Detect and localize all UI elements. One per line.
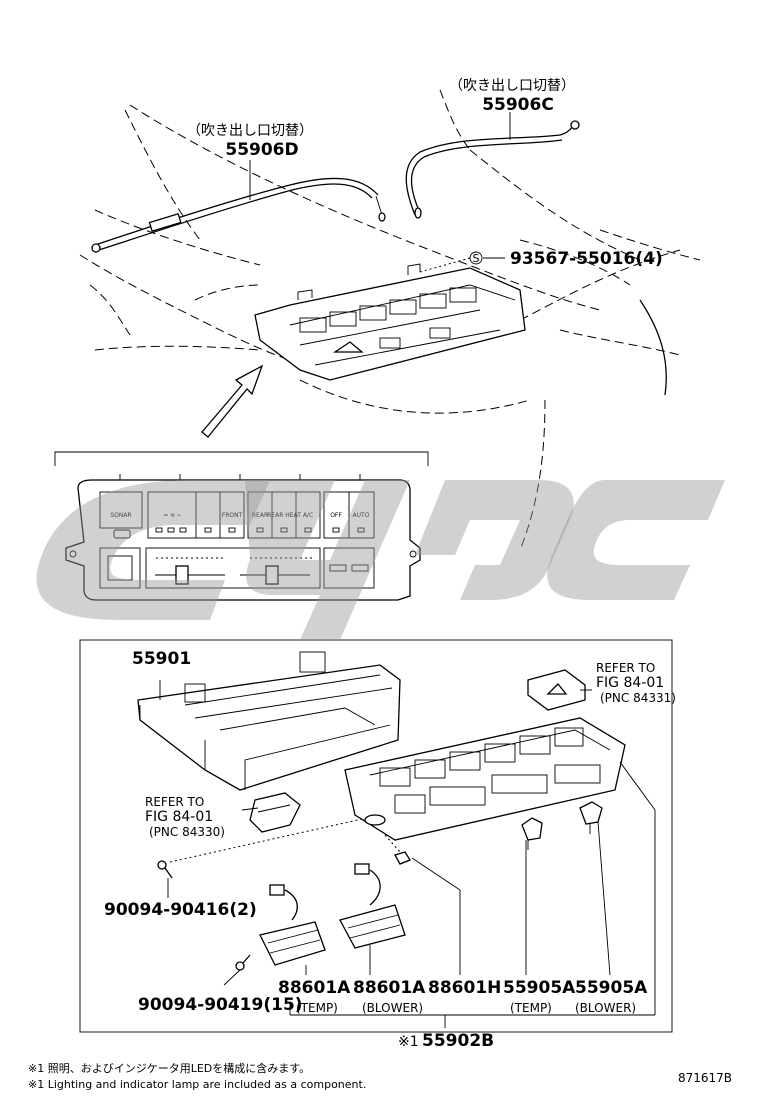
label-screw-2: 90094-90419(15) bbox=[138, 995, 303, 1015]
caption-blower-1: (BLOWER) bbox=[362, 1001, 423, 1015]
dashboard-outline bbox=[79, 89, 701, 551]
panel-label-off: OFF bbox=[330, 512, 342, 519]
exploded-view-frame bbox=[79, 639, 673, 1033]
label-assembly-mark: ※1 bbox=[398, 1034, 419, 1050]
screw-90094-90416 bbox=[157, 860, 173, 879]
refer-top-line1: REFER TO bbox=[596, 661, 655, 675]
cable-55906d bbox=[91, 177, 386, 253]
watermark-logo bbox=[36, 480, 725, 640]
label-bulb-blower: 88601A bbox=[353, 978, 426, 998]
label-cable-d-note: （吹き出し口切替） bbox=[187, 123, 313, 139]
refer-left-line3: (PNC 84330) bbox=[149, 825, 225, 839]
label-screw-top: 93567-55016(4) bbox=[510, 249, 663, 269]
label-bulb-h: 88601H bbox=[428, 978, 501, 998]
label-housing: 55901 bbox=[132, 649, 191, 669]
installed-control-unit bbox=[254, 263, 526, 381]
screw-90094-90419 bbox=[235, 954, 251, 971]
leaders-lower bbox=[159, 680, 656, 1028]
footnote-en: ※1 Lighting and indicator lamp are inclu… bbox=[28, 1078, 366, 1091]
standard-part-symbol-text: S bbox=[473, 252, 480, 265]
footnote-jp: ※1 照明、およびインジケータ用LEDを構成に含みます。 bbox=[28, 1061, 310, 1075]
caption-blower-2: (BLOWER) bbox=[575, 1001, 636, 1015]
label-knob-temp: 55905A bbox=[503, 978, 576, 998]
caption-temp-1: (TEMP) bbox=[296, 1001, 338, 1015]
screw-path-dotted bbox=[169, 814, 381, 863]
front-panel-view: SONAR ≈ ≋ ⌁ FRONT REAR REAR HEAT A/C OFF… bbox=[65, 474, 421, 601]
label-cable-c-note: （吹き出し口切替） bbox=[449, 78, 575, 94]
label-screw-1: 90094-90416(2) bbox=[104, 900, 257, 920]
cable-55906c bbox=[405, 120, 580, 219]
grommet bbox=[364, 814, 386, 826]
hazard-switch bbox=[527, 669, 586, 711]
bulb-temp bbox=[259, 884, 326, 966]
panel-label-ac: A/C bbox=[303, 512, 313, 519]
label-cable-d-part: 55906D bbox=[225, 140, 298, 160]
panel-label-auto: AUTO bbox=[353, 512, 370, 519]
label-knob-blower: 55905A bbox=[575, 978, 648, 998]
refer-top-line2: FIG 84-01 bbox=[596, 675, 664, 691]
label-cable-c-part: 55906C bbox=[482, 95, 554, 115]
panel-label-rear: REAR bbox=[252, 512, 268, 519]
view-bracket bbox=[54, 451, 429, 466]
refer-left-line2: FIG 84-01 bbox=[145, 809, 213, 825]
leader-93567-dotted bbox=[419, 257, 471, 273]
refer-left-line1: REFER TO bbox=[145, 795, 204, 809]
sonar-switch bbox=[249, 792, 301, 833]
refer-top-line3: (PNC 84331) bbox=[600, 691, 676, 705]
panel-label-sonar: SONAR bbox=[110, 512, 131, 519]
caption-temp-2: (TEMP) bbox=[510, 1001, 552, 1015]
illustration-code: 871617B bbox=[678, 1071, 732, 1085]
label-bulb-temp: 88601A bbox=[278, 978, 351, 998]
housing-55901 bbox=[137, 651, 401, 791]
panel-button-sonar bbox=[99, 491, 143, 529]
bulb-blower bbox=[339, 863, 406, 949]
label-assembly: 55902B bbox=[422, 1031, 494, 1051]
bulb-h bbox=[384, 834, 411, 865]
panel-label-rear-heat: REAR HEAT bbox=[267, 512, 301, 519]
control-panel-bezel bbox=[344, 717, 626, 841]
view-arrow bbox=[201, 364, 264, 438]
standard-part-symbol bbox=[469, 251, 483, 265]
knob-blower bbox=[579, 801, 603, 834]
panel-label-front: FRONT bbox=[222, 512, 243, 519]
knob-temp bbox=[521, 817, 543, 850]
svg-text:≈ ≋ ⌁: ≈ ≋ ⌁ bbox=[163, 512, 181, 519]
